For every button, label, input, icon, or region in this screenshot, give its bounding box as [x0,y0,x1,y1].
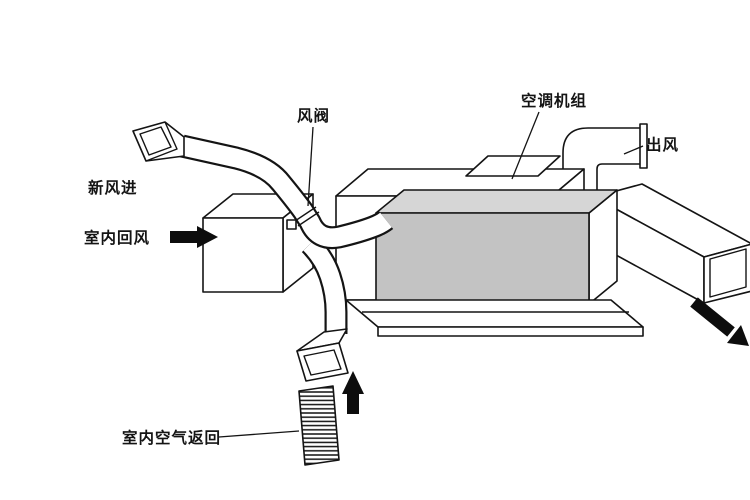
label-indoor-return-air: 室内回风 [84,228,150,247]
base-top-face [345,299,644,328]
label-air-outlet: 出风 [646,135,679,154]
base-front-face [377,326,644,337]
fresh-air-inlet [132,121,185,162]
grille-leader [218,430,300,438]
label-ahu-unit: 空调机组 [521,91,587,110]
label-indoor-air-return: 室内空气返回 [122,428,221,447]
inlet-rim [145,121,178,162]
damper-leader [307,126,314,207]
flow-arrows [170,226,749,414]
fresh-air-pipe [179,134,394,250]
outlet-leader [623,145,644,155]
indoor-return-air-arrow [170,226,218,248]
return-outlet-flare [296,328,349,382]
supply-duct [593,183,750,304]
text-labels: 新风进 风阀 空调机组 出风 室内回风 室内空气返回 [84,91,679,447]
base-platform [345,299,644,337]
damper-valve [286,206,320,230]
return-air-pipe [301,235,348,334]
unit-top-face [375,189,618,214]
leader-lines [218,111,644,438]
supply-duct-opening-inset [709,248,747,298]
outlet-flange [639,123,648,169]
return-grille [298,385,340,466]
label-fresh-air-in: 新风进 [88,178,138,197]
return-pipe-body [303,237,346,334]
label-damper: 风阀 [297,106,330,125]
ahu-leader [511,111,540,180]
damper-flange-line-1 [294,206,317,222]
unit-front-face [375,212,590,305]
supply-flow-arrow [690,297,749,346]
fresh-pipe-body [179,136,392,247]
ahu-unit-block [375,189,618,305]
inlet-opening [139,126,172,156]
up-arrow [342,371,364,414]
damper-actuator [286,219,297,230]
damper-flange-line-2 [297,211,320,227]
flare-opening [303,349,342,376]
grille-panel [298,385,340,466]
mixing-box-front-face [202,217,284,293]
housing-top-panel [465,155,561,177]
